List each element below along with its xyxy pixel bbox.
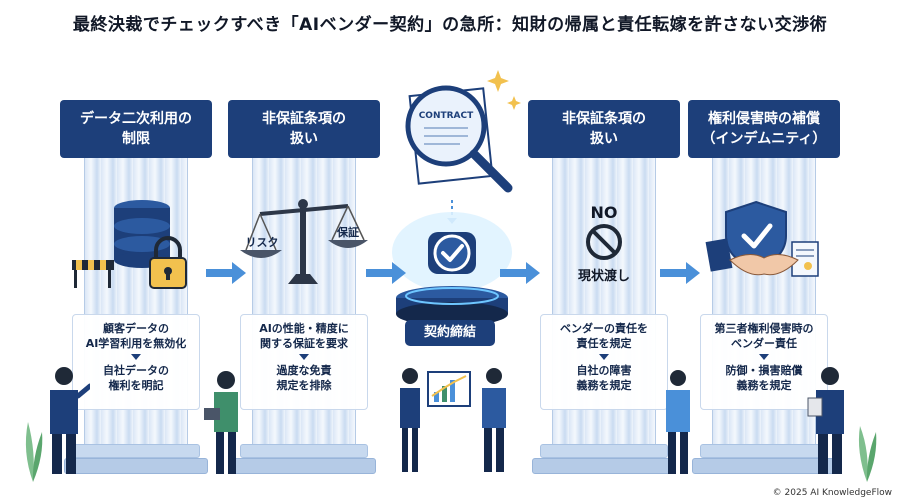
businessman-figure-icon (50, 367, 90, 474)
presentation-team-icon (400, 368, 506, 472)
pillar-1-card: 顧客データの AI学習利用を無効化 自社データの 権利を明記 (72, 314, 200, 410)
businessman-tablet-figure-icon (666, 370, 690, 474)
scale-right-label: 保証 (336, 225, 359, 239)
businesswoman-figure-icon (204, 371, 238, 474)
pillar-base (540, 444, 668, 458)
pillar-plinth (64, 458, 208, 474)
pillar-2-bottom-text: 過度な免責 規定を排除 (276, 364, 332, 392)
pillar-2-header: 非保証条項の 扱い (228, 100, 380, 158)
as-is-label: 現状渡し (578, 268, 630, 284)
contract-magnifier-icon: CONTRACT (392, 70, 521, 326)
no-label: NO (591, 203, 618, 222)
contract-label: CONTRACT (419, 111, 474, 121)
flow-arrow-4 (660, 262, 700, 284)
down-arrow-icon (299, 354, 309, 360)
down-arrow-icon (131, 354, 141, 360)
pillar-base (72, 444, 200, 458)
scale-left-label: リスク (246, 236, 279, 249)
copyright-text: © 2025 AI KnowledgeFlow (772, 488, 892, 498)
pillar-4-bottom-text: 防御・損害賠償 義務を規定 (725, 364, 803, 392)
pillar-2-card: AIの性能・精度に 関する保証を要求 過度な免責 規定を排除 (240, 314, 368, 410)
pillar-1-top-text: 顧客データの AI学習利用を無効化 (85, 322, 187, 350)
down-arrow-icon (759, 354, 769, 360)
shield-handshake-icon (705, 200, 819, 277)
balance-scale-icon: リスク 保証 (240, 199, 368, 284)
lock-icon (149, 236, 187, 289)
database-lock-icon (72, 200, 187, 289)
pillar-3-bottom-text: 自社の障害 義務を規定 (576, 364, 632, 392)
plant-right-icon (858, 426, 877, 482)
pillar-4-card: 第三者権利侵害時の ベンダー責任 防御・損害賠償 義務を規定 (700, 314, 828, 410)
pillar-base (240, 444, 368, 458)
barrier-icon (72, 260, 114, 288)
pillar-4-top-text: 第三者権利侵害時の ベンダー責任 (714, 322, 814, 350)
businessman-clipboard-figure-icon (807, 367, 844, 474)
pillar-3-card: ベンダーの責任を 責任を規定 自社の障害 義務を規定 (540, 314, 668, 410)
pillar-1-bottom-text: 自社データの 権利を明記 (103, 364, 169, 392)
flow-arrow-2 (366, 262, 406, 284)
page-title: 最終決裁でチェックすべき「AIベンダー契約」の急所：知財の帰属と責任転嫁を許さな… (72, 15, 828, 35)
checkmark-badge-icon (392, 212, 512, 292)
pillar-1-header: データ二次利用の 制限 (60, 100, 212, 158)
pillar-3-top-text: ベンダーの責任を 責任を規定 (560, 322, 648, 350)
pillar-plinth (532, 458, 676, 474)
pillar-3-header: 非保証条項の 扱い (528, 100, 680, 158)
no-sign-icon: NO 現状渡し (578, 203, 630, 284)
sparkle-icon (487, 70, 521, 110)
down-arrow-icon (599, 354, 609, 360)
flow-arrow-1 (206, 262, 246, 284)
flow-arrow-3 (500, 262, 540, 284)
contract-signing-badge: 契約締結 (405, 320, 495, 346)
pillar-4-header: 権利侵害時の補償 （インデムニティ） (688, 100, 840, 158)
pillar-plinth (232, 458, 376, 474)
pillar-2-top-text: AIの性能・精度に 関する保証を要求 (259, 322, 349, 350)
plant-left-icon (25, 422, 43, 482)
